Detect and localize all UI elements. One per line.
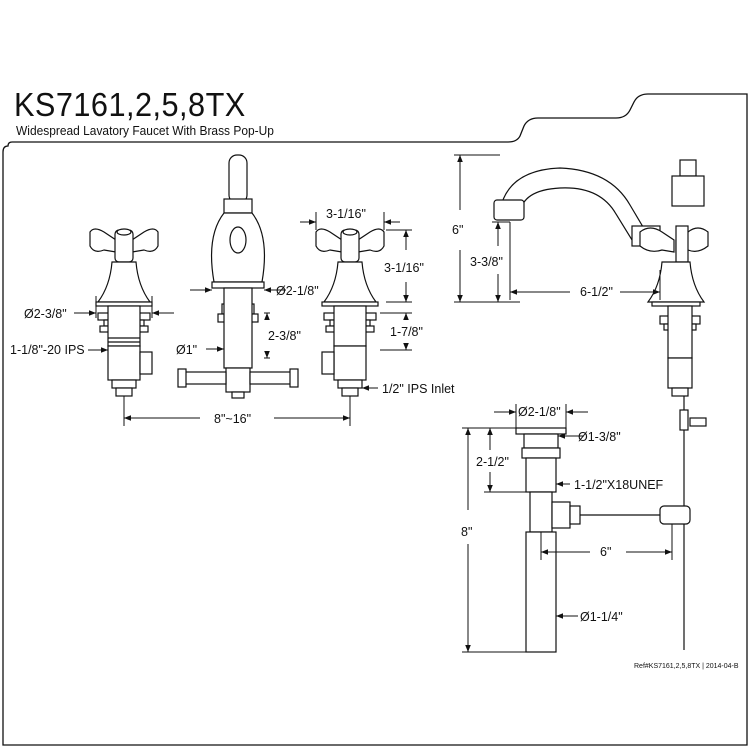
dim-1-1-4-dia: Ø1-1/4" [580, 610, 623, 624]
dim-inlet: 1/2" IPS Inlet [382, 382, 455, 396]
dim-2-3-8: 2-3/8" [268, 329, 301, 343]
dim-3-1-16-width: 3-1/16" [326, 207, 366, 221]
dim-6-height: 6" [452, 223, 463, 237]
dim-8-height: 8" [461, 525, 472, 539]
dim-1-7-8: 1-7/8" [390, 325, 423, 339]
center-spout-assembly [177, 154, 299, 399]
dim-3-3-8: 3-3/8" [470, 255, 503, 269]
dim-3-1-16-height: 3-1/16" [384, 261, 424, 275]
side-view-faucet [493, 159, 709, 650]
dim-popup-dia: Ø2-1/8" [518, 405, 561, 419]
dim-6-rod: 6" [600, 545, 611, 559]
dim-thread-ips: 1-1/8"-20 IPS [10, 343, 85, 357]
dimension-lines [74, 154, 673, 653]
dim-spout-dia: Ø2-1/8" [276, 284, 319, 298]
right-handle-assembly [315, 228, 385, 397]
dim-drain-thread: 1-1/2"X18UNEF [574, 478, 664, 492]
dim-2-3-8-dia: Ø2-3/8" [24, 307, 67, 321]
left-handle-assembly [89, 228, 159, 397]
page-title: KS7161,2,5,8TX [14, 86, 246, 123]
dim-2-1-2: 2-1/2" [476, 455, 509, 469]
drawing-frame [2, 93, 748, 746]
dim-1-3-8-dia: Ø1-3/8" [578, 430, 621, 444]
dim-1-dia: Ø1" [176, 343, 197, 357]
dim-8-16-spread: 8"~16" [214, 412, 251, 426]
dim-6-1-2: 6-1/2" [580, 285, 613, 299]
reference-number: Ref#KS7161,2,5,8TX | 2014-04-B [634, 663, 739, 670]
page-subtitle: Widespread Lavatory Faucet With Brass Po… [16, 123, 274, 138]
